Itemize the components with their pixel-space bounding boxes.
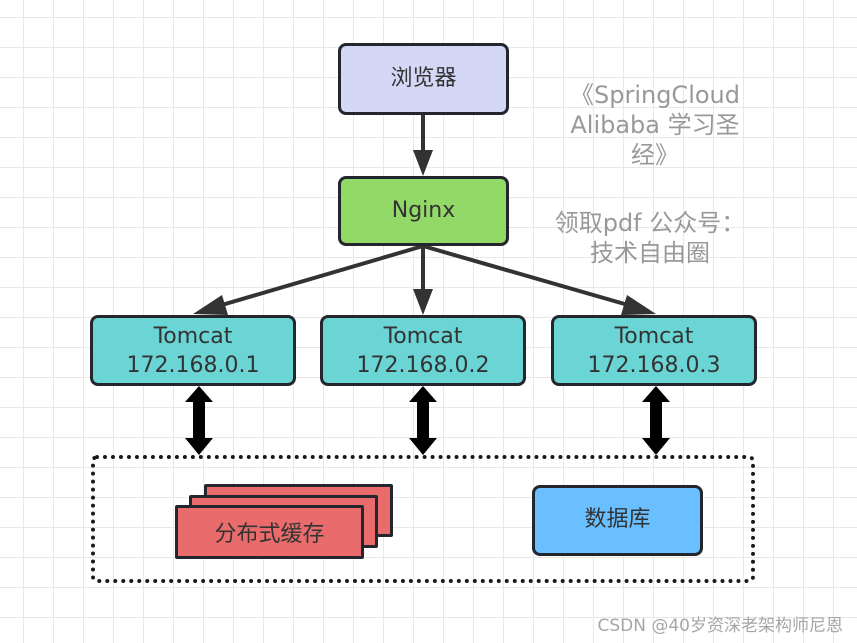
note-line: Alibaba 学习圣 <box>570 111 740 139</box>
arrow-nginx-to-tomcat2 <box>413 246 433 315</box>
promo-note: 领取pdf 公众号： 技术自由圈 <box>545 208 755 268</box>
database-label: 数据库 <box>584 507 651 533</box>
nginx-label: Nginx <box>391 197 456 223</box>
tomcat-node-1[interactable]: Tomcat 172.168.0.1 <box>90 315 296 386</box>
note-line: 领取pdf 公众号： <box>554 209 746 237</box>
arrow-nginx-to-tomcat1 <box>193 244 424 315</box>
tomcat-name: Tomcat <box>614 323 694 349</box>
browser-node[interactable]: 浏览器 <box>338 43 509 115</box>
tomcat-name: Tomcat <box>153 323 233 349</box>
watermark: CSDN @40岁资深老架构师尼恩 <box>597 616 843 636</box>
cache-label: 分布式缓存 <box>214 522 325 547</box>
arrow-browser-to-nginx <box>413 115 433 176</box>
note-line: 技术自由圈 <box>590 239 710 267</box>
browser-label: 浏览器 <box>390 65 457 91</box>
tomcat-ip: 172.168.0.2 <box>356 352 490 378</box>
book-title-note: 《SpringCloud Alibaba 学习圣 经》 <box>555 80 755 170</box>
bidir-arrow-tomcat2-cluster <box>409 386 437 455</box>
storage-cluster-group[interactable] <box>91 455 755 583</box>
database-node[interactable]: 数据库 <box>532 485 703 556</box>
note-line: 经》 <box>631 141 679 169</box>
tomcat-ip: 172.168.0.1 <box>126 352 260 378</box>
tomcat-node-2[interactable]: Tomcat 172.168.0.2 <box>320 315 526 386</box>
distributed-cache-node[interactable]: 分布式缓存 <box>175 505 364 559</box>
note-line: 《SpringCloud <box>569 81 740 109</box>
bidir-arrow-tomcat3-cluster <box>642 386 670 455</box>
arrow-nginx-to-tomcat3 <box>422 244 656 315</box>
tomcat-name: Tomcat <box>383 323 463 349</box>
tomcat-node-3[interactable]: Tomcat 172.168.0.3 <box>551 315 757 386</box>
bidir-arrow-tomcat1-cluster <box>185 386 213 455</box>
nginx-node[interactable]: Nginx <box>338 176 509 246</box>
tomcat-ip: 172.168.0.3 <box>587 352 721 378</box>
